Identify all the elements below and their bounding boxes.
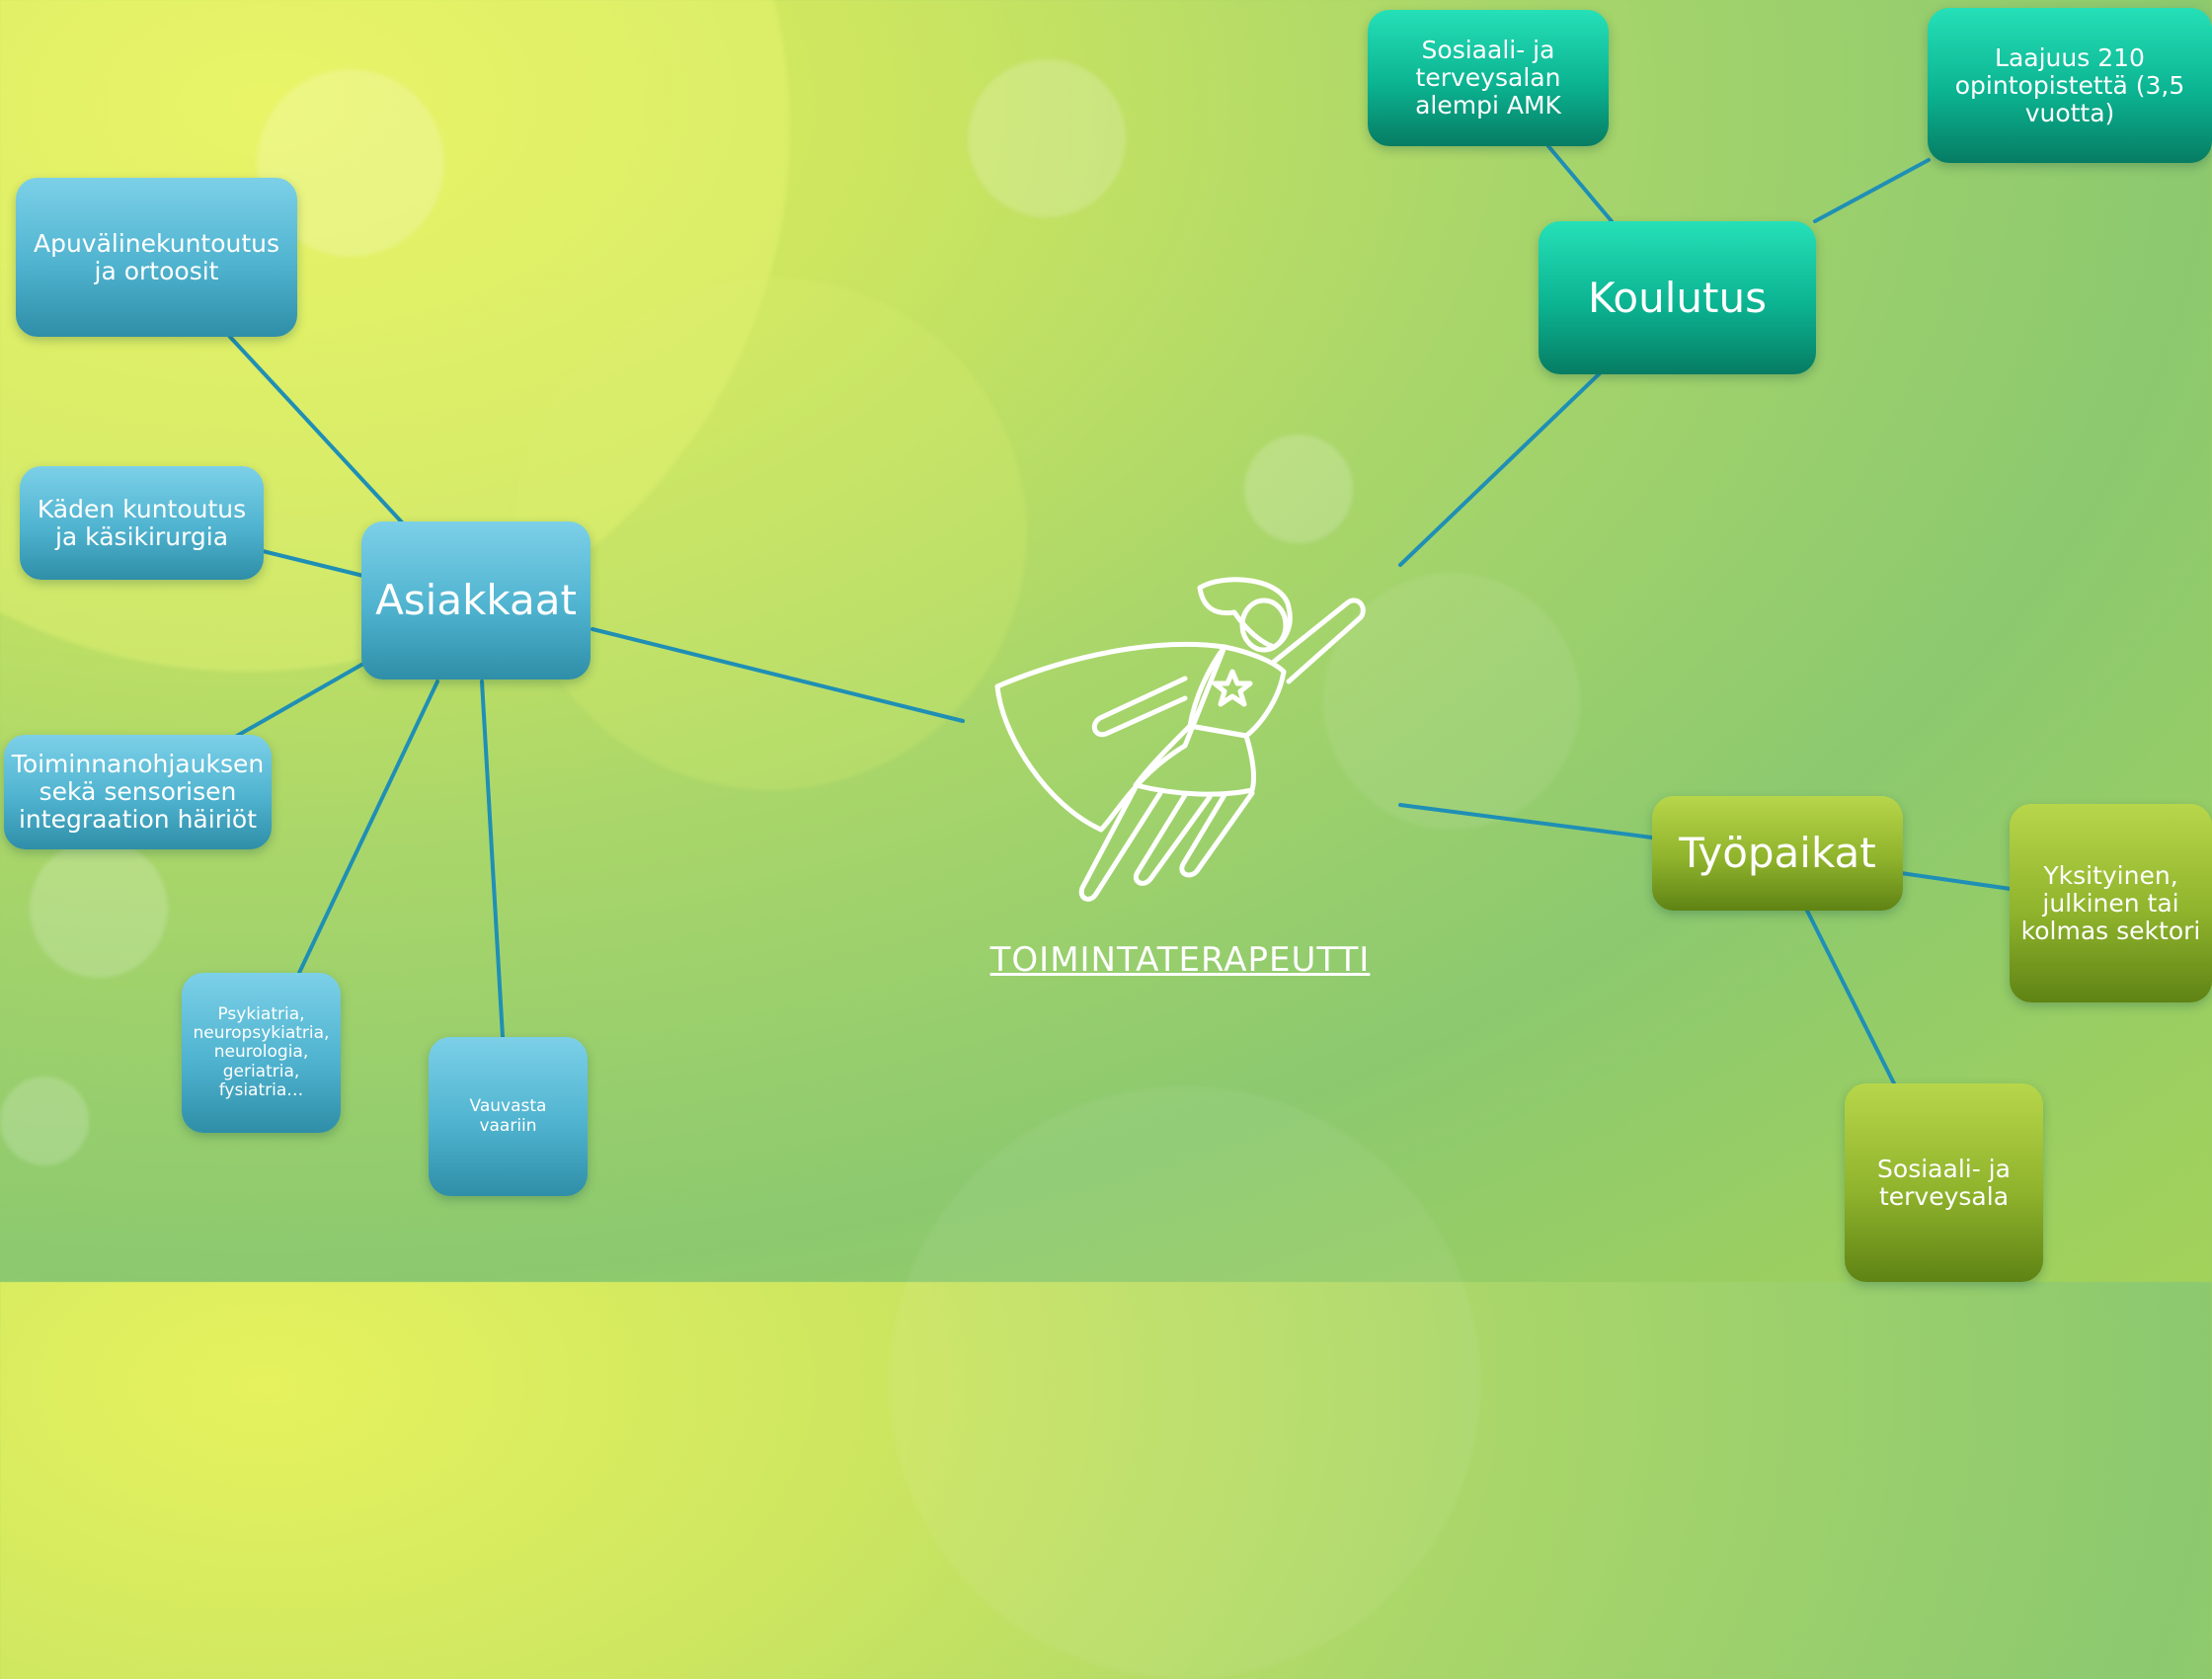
node-kaden-label: Käden kuntoutus ja käsikirurgia bbox=[37, 494, 247, 551]
link-asiakkaat-psykiatria bbox=[297, 680, 439, 975]
node-psykiatria[interactable]: Psykiatria, neuropsykiatria, neurologia,… bbox=[182, 973, 341, 1133]
superhero-icon bbox=[994, 577, 1366, 902]
link-tyopaikat-sosiaali-ala bbox=[1805, 909, 1896, 1085]
link-center-koulutus bbox=[1398, 371, 1602, 567]
node-sosiaali-amk-label: Sosiaali- ja terveysalan alempi AMK bbox=[1415, 36, 1561, 120]
node-psykiatria-label: Psykiatria, neuropsykiatria, neurologia,… bbox=[193, 1004, 330, 1100]
link-center-asiakkaat bbox=[591, 627, 965, 723]
link-koulutus-laajuus bbox=[1813, 158, 1931, 223]
hub-asiakkaat[interactable]: Asiakkaat bbox=[361, 521, 591, 680]
center-title: TOIMINTATERAPEUTTI bbox=[989, 940, 1371, 980]
node-sosiaali-amk[interactable]: Sosiaali- ja terveysalan alempi AMK bbox=[1368, 10, 1609, 146]
connector-lines bbox=[227, 144, 2013, 1085]
node-apuvaline[interactable]: Apuvälinekuntoutus ja ortoosit bbox=[16, 178, 297, 337]
node-toiminnan[interactable]: Toiminnanohjauksen sekä sensorisen integ… bbox=[4, 735, 272, 849]
node-sosiaali-ala-label: Sosiaali- ja terveysala bbox=[1877, 1154, 2011, 1211]
link-center-tyopaikat bbox=[1398, 803, 1654, 840]
node-laajuus[interactable]: Laajuus 210 opintopistettä (3,5 vuotta) bbox=[1928, 8, 2212, 163]
hub-koulutus-label: Koulutus bbox=[1587, 273, 1768, 322]
hub-asiakkaat-label: Asiakkaat bbox=[375, 576, 577, 625]
node-toiminnan-label: Toiminnanohjauksen sekä sensorisen integ… bbox=[11, 750, 265, 834]
link-asiakkaat-apuvaline bbox=[227, 334, 405, 525]
node-kaden[interactable]: Käden kuntoutus ja käsikirurgia bbox=[20, 466, 264, 580]
link-asiakkaat-toiminnan bbox=[235, 662, 365, 738]
node-vauvasta-label: Vauvasta vaariin bbox=[469, 1096, 547, 1136]
link-asiakkaat-kaden bbox=[261, 549, 365, 578]
hub-koulutus[interactable]: Koulutus bbox=[1539, 221, 1816, 374]
link-tyopaikat-sektori bbox=[1899, 871, 2013, 891]
node-sektori[interactable]: Yksityinen, julkinen tai kolmas sektori bbox=[2010, 804, 2212, 1002]
node-vauvasta[interactable]: Vauvasta vaariin bbox=[429, 1037, 588, 1196]
link-koulutus-sosiaali-amk bbox=[1546, 144, 1614, 223]
node-sosiaali-ala[interactable]: Sosiaali- ja terveysala bbox=[1845, 1083, 2043, 1282]
link-asiakkaat-vauvasta bbox=[480, 680, 505, 1039]
node-laajuus-label: Laajuus 210 opintopistettä (3,5 vuotta) bbox=[1954, 42, 2185, 127]
hub-tyopaikat-label: Työpaikat bbox=[1679, 829, 1876, 878]
node-sektori-label: Yksityinen, julkinen tai kolmas sektori bbox=[2020, 860, 2201, 945]
node-apuvaline-label: Apuvälinekuntoutus ja ortoosit bbox=[33, 228, 280, 285]
hub-tyopaikat[interactable]: Työpaikat bbox=[1652, 796, 1903, 911]
